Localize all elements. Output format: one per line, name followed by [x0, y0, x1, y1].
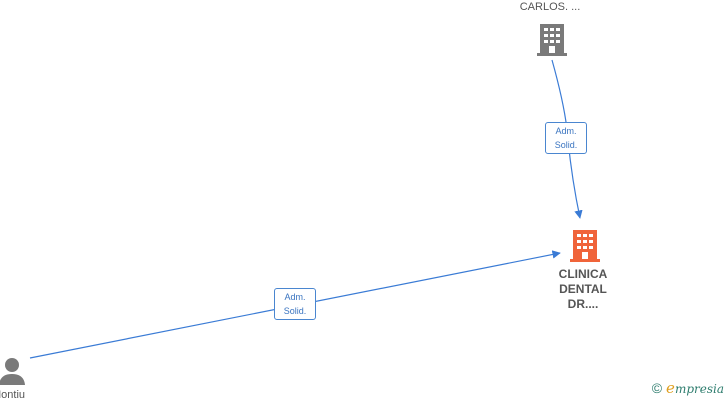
- node-label-person[interactable]: Montiu: [0, 389, 26, 400]
- brand-logo-letter: e: [666, 379, 675, 397]
- edge-label-person-clinica: Adm. Solid.: [274, 288, 316, 320]
- node-label-line: DENTAL: [559, 282, 607, 296]
- brand-logo-text: mpresia: [674, 382, 724, 396]
- edge-label-line: Solid.: [283, 306, 307, 316]
- building-icon-highlighted[interactable]: [570, 228, 600, 262]
- edge-label-line: Adm.: [284, 292, 306, 302]
- node-label-clinica[interactable]: CLINICA DENTAL DR....: [547, 267, 619, 312]
- edge-label-line: Adm.: [555, 126, 577, 136]
- brand-watermark: ©empresia: [652, 379, 724, 397]
- node-label-line: DR....: [567, 297, 599, 311]
- person-icon[interactable]: [0, 356, 28, 386]
- node-label-carlos[interactable]: CARLOS. ...: [519, 1, 581, 13]
- building-icon[interactable]: [537, 22, 567, 56]
- edge-label-line: Solid.: [554, 140, 578, 150]
- node-label-line: CLINICA: [558, 267, 608, 281]
- edge-label-carlos-clinica: Adm. Solid.: [545, 122, 587, 154]
- copyright-icon: ©: [651, 380, 663, 396]
